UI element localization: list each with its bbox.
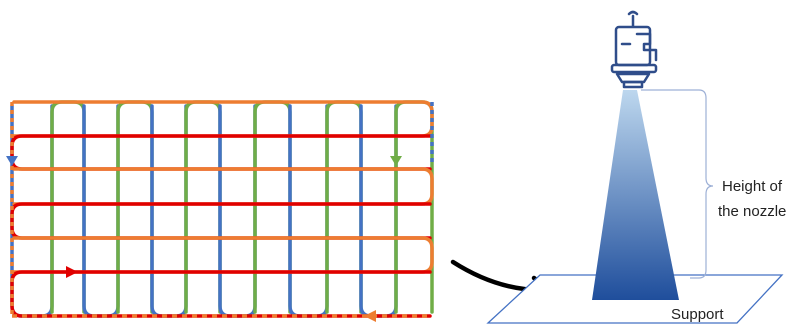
direction-arrow-down — [6, 156, 18, 166]
horizontal-pass-3 — [12, 167, 434, 206]
spray-nozzle-icon — [610, 10, 658, 89]
horizontal-pass-5 — [12, 236, 434, 274]
spray-cone — [592, 90, 679, 300]
direction-arrow-left — [364, 310, 376, 322]
vertical-pass-8 — [253, 100, 292, 314]
direction-arrow-right — [66, 266, 78, 278]
vertical-pass-4 — [116, 100, 154, 314]
raster-path-grid — [6, 100, 434, 322]
support-label: Support — [671, 306, 724, 323]
direction-arrow-down — [390, 156, 402, 166]
vertical-pass-10 — [325, 100, 363, 314]
height-label-line2: the nozzle — [718, 203, 786, 220]
height-bracket — [641, 89, 714, 279]
horizontal-pass-1 — [12, 100, 434, 138]
vertical-pass-6 — [184, 100, 222, 314]
height-label-line1: Height of — [722, 178, 783, 195]
vertical-pass-2 — [50, 100, 86, 314]
